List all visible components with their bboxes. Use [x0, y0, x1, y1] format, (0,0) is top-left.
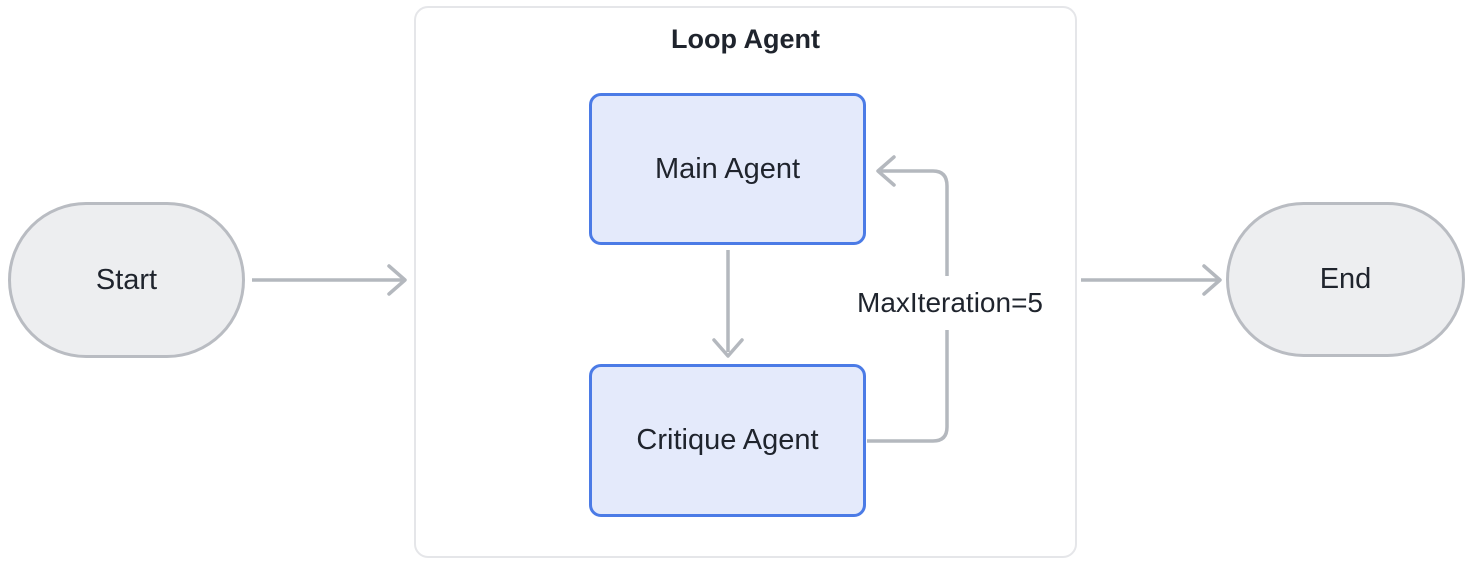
- arrowhead-loop-agent-to-end-icon: [1202, 264, 1222, 296]
- node-start-label: Start: [95, 263, 158, 296]
- loop-agent-title: Loop Agent: [671, 24, 820, 54]
- arrowhead-start-to-loop-agent-icon: [387, 264, 407, 296]
- arrowhead-loop-to-main-icon: [876, 155, 896, 187]
- loop-edge-label: MaxIteration=5: [857, 287, 1043, 318]
- edge-loop-top-segment: [881, 169, 949, 276]
- node-main-agent: Main Agent: [589, 93, 866, 245]
- arrowhead-main-to-critique-icon: [712, 338, 744, 358]
- node-end-label: End: [1319, 263, 1372, 295]
- node-start: Start: [8, 202, 245, 358]
- node-critique-agent: Critique Agent: [589, 364, 866, 517]
- node-critique-agent-label: Critique Agent: [636, 424, 819, 456]
- node-main-agent-label: Main Agent: [654, 152, 801, 185]
- node-end: End: [1226, 202, 1465, 357]
- edge-loop-bottom-segment: [867, 330, 949, 443]
